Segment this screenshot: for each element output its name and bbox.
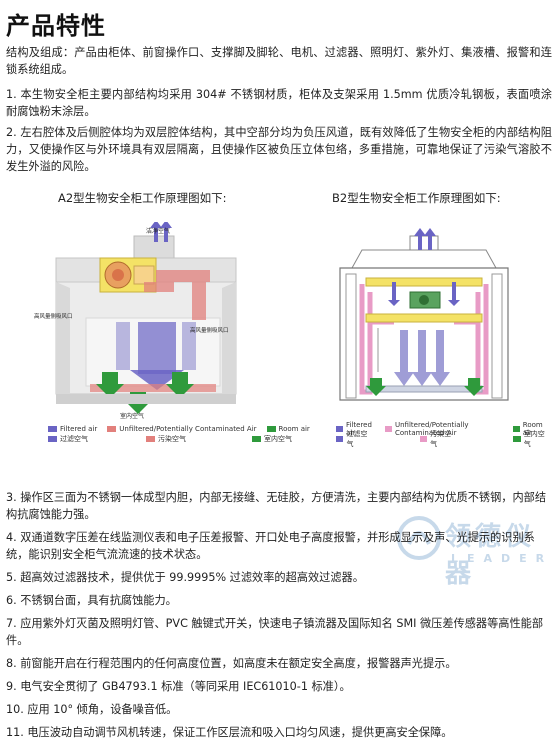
feature-point-2: 2. 左右腔体及后侧腔体均为双层腔体结构，其中空部分均为负压风道，既有效降低了生… <box>6 126 552 173</box>
feature-item-5: 5. 超高效过滤器技术，提供优于 99.9995% 过滤效率的超高效过滤器。 <box>6 571 364 584</box>
b2-caption: B2型生物安全柜工作原理图如下: <box>332 191 501 205</box>
page-title: 产品特性 <box>6 12 106 40</box>
feature-item-7: 7. 应用紫外灯灭菌及照明灯管、PVC 触键式开关，快速电子镇流器及国际知名 S… <box>6 617 544 647</box>
watermark-cn: 领德仪器 <box>445 522 536 589</box>
feature-item-6: 6. 不锈钢台面，具有抗腐蚀能力。 <box>6 594 177 607</box>
b2-legend: Filtered air Unfiltered/Potentially Cont… <box>336 421 557 448</box>
a2-caption: A2型生物安全柜工作原理图如下: <box>58 191 227 205</box>
feature-item-8: 8. 前窗能开启在行程范围内的任何高度位置，如高度未在额定安全高度，报警器声光提… <box>6 657 457 670</box>
feature-item-4: 4. 双通道数字压差在线监测仪表和电子压差报警、开口处电子高度报警，并形成显示及… <box>6 531 535 561</box>
a2-cabinet-diagram: 洁净空气 高风量侧吸风口 高风量侧吸风口 室内空气 <box>34 222 237 420</box>
feature-item-10: 10. 应用 10° 倾角，设备噪音低。 <box>6 703 178 716</box>
feature-item-11: 11. 电压波动自动调节风机转速，保证工作区层流和吸入口均匀风速，提供更高安全保… <box>6 726 453 739</box>
a2-label-side-left: 高风量侧吸风口 <box>34 312 73 320</box>
a2-label-clean-air: 洁净空气 <box>146 227 170 235</box>
leader-logo-icon <box>397 516 441 560</box>
leader-watermark-logo: 领德仪器 LEADER <box>395 510 545 589</box>
b2-cabinet-diagram <box>339 228 509 401</box>
feature-item-3: 3. 操作区三面为不锈钢一体成型内胆，内部无接缝、无硅胶，方便清洗，主要内部结构… <box>6 491 547 521</box>
a2-legend: Filtered air Unfiltered/Potentially Cont… <box>48 424 320 444</box>
a2-label-room-air: 室内空气 <box>120 412 144 420</box>
feature-list: 3. 操作区三面为不锈钢一体成型内胆，内部无接缝、无硅胶，方便清洗，主要内部结构… <box>6 489 552 747</box>
watermark-en: LEADER <box>451 552 554 565</box>
a2-label-side-right: 高风量侧吸风口 <box>190 326 229 334</box>
feature-point-1: 1. 本生物安全柜主要内部结构均采用 304# 不锈钢材质，柜体及支架采用 1.… <box>6 88 552 118</box>
feature-item-9: 9. 电气安全贯彻了 GB4793.1 标准（等同采用 IEC61010-1 标… <box>6 680 351 693</box>
intro-paragraph: 结构及组成：产品由柜体、前窗操作口、支撑脚及脚轮、电机、过滤器、照明灯、紫外灯、… <box>6 46 552 76</box>
